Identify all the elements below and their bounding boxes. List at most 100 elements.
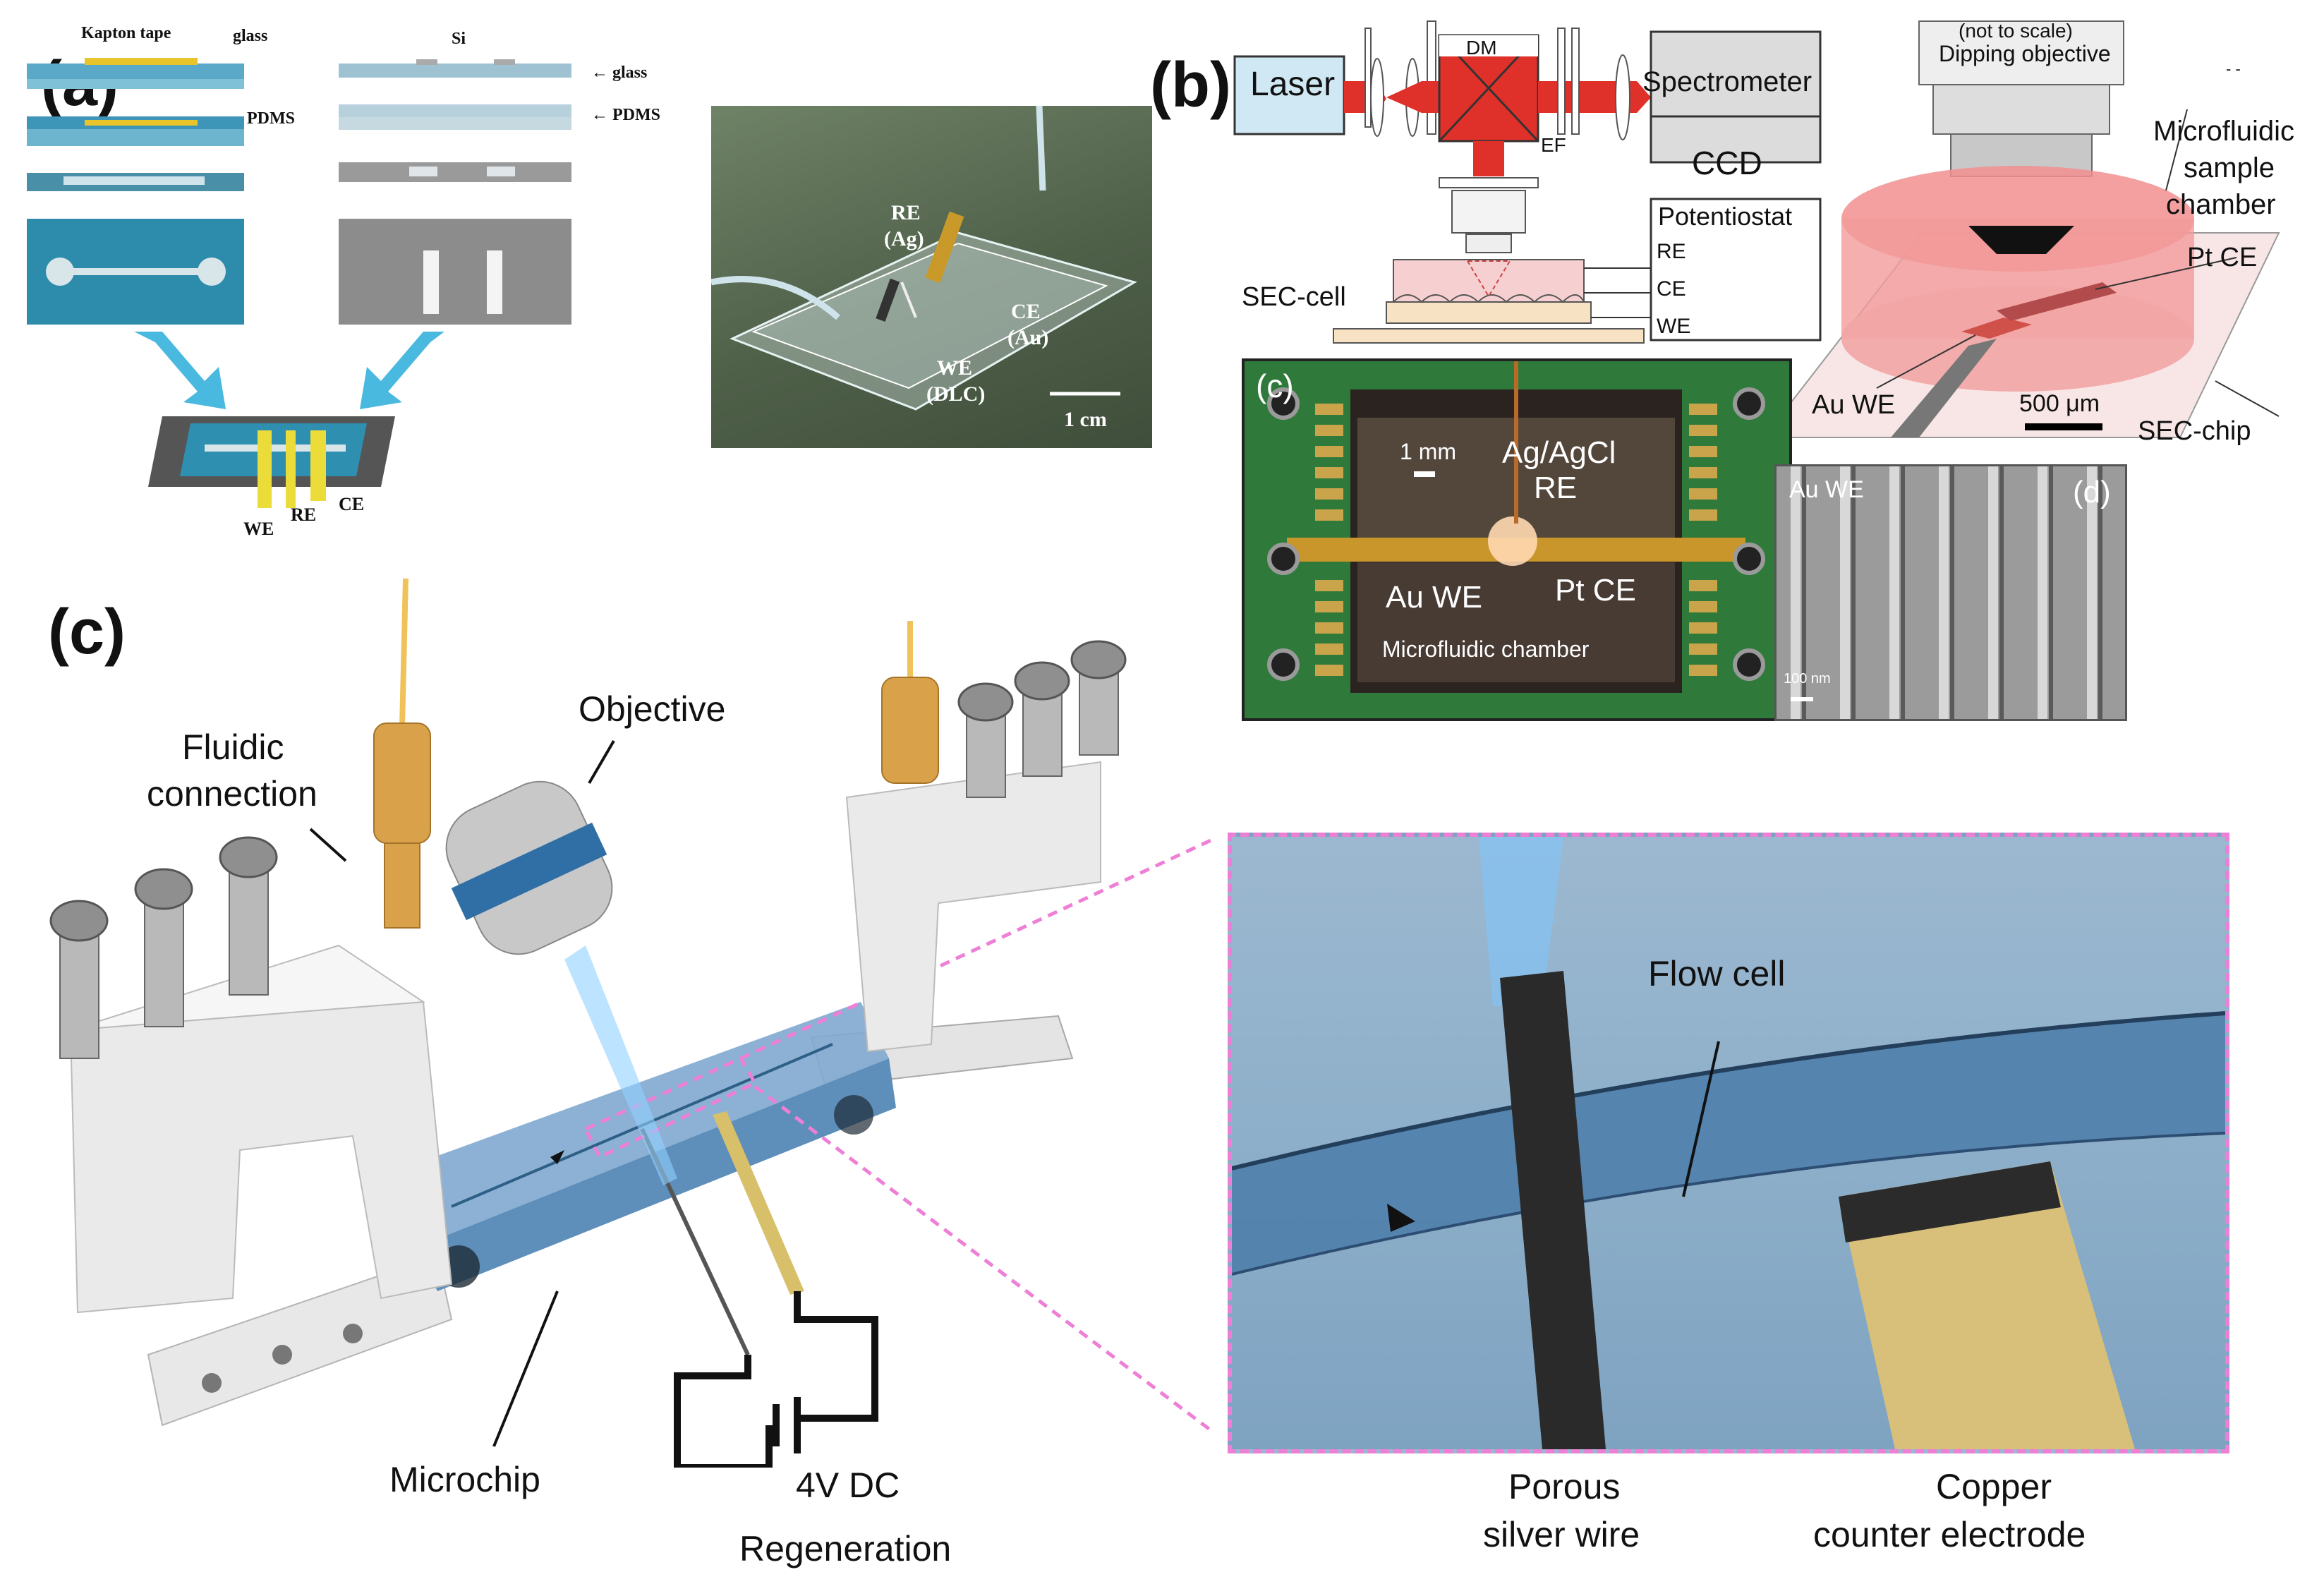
combined-channel bbox=[205, 445, 346, 452]
au-we-lead bbox=[1891, 339, 1997, 437]
si-label: Si bbox=[452, 30, 466, 48]
flow-cell-pointer bbox=[1682, 1041, 1720, 1197]
chip-ce-label: CE bbox=[339, 494, 365, 514]
dipping-objective-label: Dipping objective bbox=[1939, 41, 2111, 66]
photo-we-label: WE bbox=[937, 356, 973, 380]
chamber-pointer bbox=[2165, 109, 2188, 191]
si-piece-1 bbox=[416, 59, 437, 65]
lens-3 bbox=[1615, 54, 1630, 140]
photo-ce-label: CE bbox=[1011, 300, 1041, 323]
beam-down bbox=[1473, 141, 1504, 176]
sec-cell-electrode bbox=[1393, 294, 1585, 303]
pt-ce-strip bbox=[1997, 282, 2117, 321]
pdms-label-right: ← PDMS bbox=[591, 106, 660, 124]
arrow-left-icon bbox=[134, 332, 226, 409]
channel-edge-top bbox=[1232, 1011, 2225, 1171]
raman-setup-schematic bbox=[1233, 20, 1822, 344]
pcb-photo: (c) 1 mm Ag/AgCl RE Au WE Pt CE Microflu… bbox=[1242, 358, 1792, 721]
wire-label-1: Porous bbox=[1508, 1467, 1621, 1506]
photo-re-label: RE bbox=[891, 201, 921, 224]
rail-hole-3 bbox=[343, 1324, 363, 1343]
channel-edge-bottom bbox=[1232, 1132, 2225, 1276]
porous-wire bbox=[1500, 971, 1606, 1449]
zoom-region bbox=[583, 1056, 758, 1160]
zoom-inset: Flow cell bbox=[1228, 833, 2229, 1453]
fluidic-pointer bbox=[309, 828, 347, 862]
filter-2 bbox=[1427, 20, 1436, 135]
channel bbox=[71, 268, 205, 275]
sec-cell-base bbox=[1386, 301, 1592, 324]
light-spot bbox=[1488, 516, 1537, 566]
pcb-pads-left bbox=[1315, 404, 1343, 676]
sec-chip-pointer bbox=[2215, 380, 2280, 417]
objective-label: Objective bbox=[579, 689, 726, 729]
ccd-label: CCD bbox=[1692, 145, 1762, 181]
not-to-scale-label: (not to scale) bbox=[1959, 20, 2073, 42]
port-2 bbox=[834, 1095, 873, 1135]
left-connector-block bbox=[69, 1000, 453, 1314]
pcb-pads-right bbox=[1689, 404, 1717, 676]
spectrometer-label: Spectrometer bbox=[1642, 66, 1812, 97]
flow-direction-icon bbox=[1387, 1204, 1415, 1232]
flow-channel bbox=[1232, 1013, 2225, 1274]
glass-layer-r bbox=[339, 64, 571, 78]
kapton-tape-2 bbox=[85, 120, 198, 126]
wire-label-2: silver wire bbox=[1483, 1515, 1640, 1554]
pdms-layer-r3 bbox=[339, 162, 571, 182]
left-tubing bbox=[399, 578, 408, 727]
counter-label-2: counter electrode bbox=[1813, 1515, 2086, 1554]
glass-layer-r2 bbox=[339, 104, 571, 117]
left-fitting-neck bbox=[384, 842, 420, 929]
counter-electrode-top bbox=[1839, 1161, 2061, 1243]
scale-500-label: 500 μm bbox=[2019, 390, 2100, 417]
pt-ce-pointer bbox=[2095, 257, 2237, 290]
mounting-holes bbox=[1267, 387, 1765, 681]
tubing-left bbox=[711, 276, 840, 320]
objective-top-ring bbox=[1439, 177, 1539, 188]
pt-ce-label: Pt CE bbox=[2187, 243, 2258, 272]
copper-electrode bbox=[713, 1111, 804, 1295]
flow-cell-rendering bbox=[49, 578, 1214, 1468]
flow-cell-label: Flow cell bbox=[1648, 954, 1786, 993]
corner-mark: - - bbox=[2226, 60, 2241, 78]
we-label: WE bbox=[1657, 315, 1691, 338]
chip-we-label: WE bbox=[243, 519, 274, 539]
photo-scale-label: 1 cm bbox=[1064, 408, 1107, 431]
sem-image: Au WE (d) 100 nm bbox=[1774, 464, 2127, 721]
glass-layer-top bbox=[27, 64, 244, 79]
microchip-label: Microchip bbox=[389, 1460, 540, 1499]
flow-arrow-icon bbox=[550, 1150, 564, 1164]
objective-lens bbox=[1968, 226, 2074, 254]
photo-we-mat: (DLC) bbox=[926, 382, 986, 406]
ag-electrode bbox=[900, 282, 917, 318]
ef-label: EF bbox=[1541, 134, 1566, 156]
lens-1 bbox=[1370, 58, 1384, 137]
circuit-right bbox=[794, 1291, 878, 1422]
sem-grating bbox=[1791, 466, 2102, 719]
stage bbox=[1333, 328, 1645, 344]
agcl-re-label: RE bbox=[1534, 471, 1578, 505]
glass-label-left: glass bbox=[233, 27, 268, 45]
tubing-right bbox=[1036, 106, 1046, 191]
zoom-line-top bbox=[739, 837, 1214, 1060]
sec-cell-chamber bbox=[1393, 259, 1585, 310]
slot-1 bbox=[423, 250, 439, 314]
photo-pt-ce-label: Pt CE bbox=[1555, 573, 1636, 607]
scale-1mm-label: 1 mm bbox=[1400, 439, 1456, 464]
au-we-pointer bbox=[1876, 334, 1976, 389]
fluidic-label-2: connection bbox=[147, 774, 317, 814]
rail-hole-2 bbox=[272, 1345, 292, 1365]
right-connector-block bbox=[845, 761, 1101, 1053]
sec-cell-label: SEC-cell bbox=[1242, 282, 1346, 312]
fluidic-label-1: Fluidic bbox=[182, 727, 284, 767]
potentiostat-box bbox=[1650, 198, 1822, 341]
zoom-line-bottom bbox=[754, 1085, 1214, 1435]
chamber-lower bbox=[1357, 562, 1675, 682]
device-photo: RE (Ag) CE (Au) WE (DLC) 1 cm bbox=[711, 106, 1152, 448]
photo-ce-mat: (Au) bbox=[1007, 326, 1049, 349]
pdms-layer bbox=[27, 79, 244, 89]
objective-pointer bbox=[588, 739, 615, 785]
si-piece-2 bbox=[494, 59, 515, 65]
dlc-electrode bbox=[876, 278, 900, 322]
au-we-pad bbox=[1961, 318, 2032, 339]
